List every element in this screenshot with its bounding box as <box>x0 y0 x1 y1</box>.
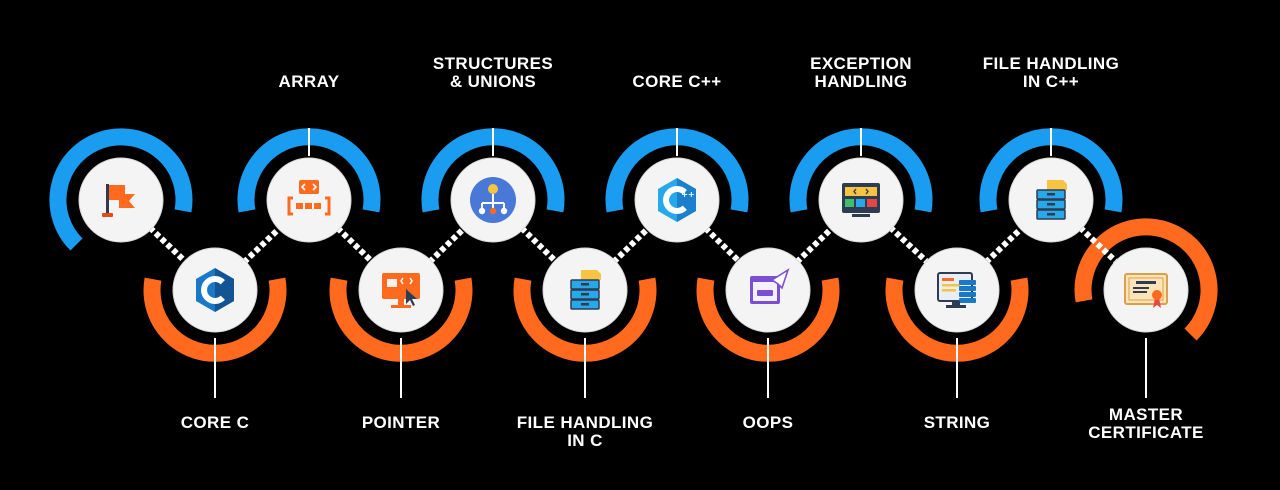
step-node-5 <box>450 157 536 243</box>
step-node-4 <box>358 247 444 333</box>
step-label-10: STRING <box>923 413 991 432</box>
step-label-8: OOPS <box>742 413 794 432</box>
code-error-window-icon <box>842 183 880 217</box>
step-node-1 <box>78 157 164 243</box>
step-label-7: CORE C++ <box>632 72 722 91</box>
connector-9-10 <box>858 197 960 293</box>
node-circle <box>266 157 352 243</box>
hierarchy-structure-icon <box>470 177 516 223</box>
cpp-logo-icon: ++ <box>658 178 696 222</box>
nodes-layer: ++ <box>78 157 1189 333</box>
file-cabinet-icon <box>570 270 601 310</box>
step-label-11: FILE HANDLING IN C++ <box>982 54 1120 91</box>
step-arc-12 <box>1074 218 1218 341</box>
step-node-3 <box>266 157 352 243</box>
file-cabinet-icon <box>1036 180 1067 220</box>
step-label-12: MASTER CERTIFICATE <box>1088 405 1204 442</box>
step-label-6: FILE HANDLING IN C <box>516 413 654 450</box>
step-node-6 <box>542 247 628 333</box>
step-node-8 <box>725 247 811 333</box>
label-stems-layer <box>214 128 1147 398</box>
step-label-5: STRUCTURES & UNIONS <box>432 54 554 91</box>
step-label-9: EXCEPTION HANDLING <box>810 54 912 91</box>
step-node-12 <box>1103 247 1189 333</box>
step-label-3: ARRAY <box>278 72 340 91</box>
certificate-icon <box>1124 273 1168 308</box>
step-label-4: POINTER <box>361 413 441 432</box>
flag-icon <box>102 184 135 217</box>
pointer-monitor-icon <box>382 273 420 308</box>
step-node-9 <box>818 157 904 243</box>
step-node-2 <box>172 247 258 333</box>
step-node-10 <box>914 247 1000 333</box>
step-arc-1 <box>49 128 193 251</box>
c-language-logo-icon <box>196 268 234 312</box>
step-node-11 <box>1008 157 1094 243</box>
connector-11-12 <box>1048 197 1149 293</box>
code-paper-plane-icon <box>750 268 790 304</box>
step-node-7: ++ <box>634 157 720 243</box>
svg-text:++: ++ <box>681 190 694 199</box>
code-server-screen-icon <box>937 272 976 308</box>
array-brackets-icon <box>287 180 331 216</box>
step-label-2: CORE C <box>180 413 250 432</box>
